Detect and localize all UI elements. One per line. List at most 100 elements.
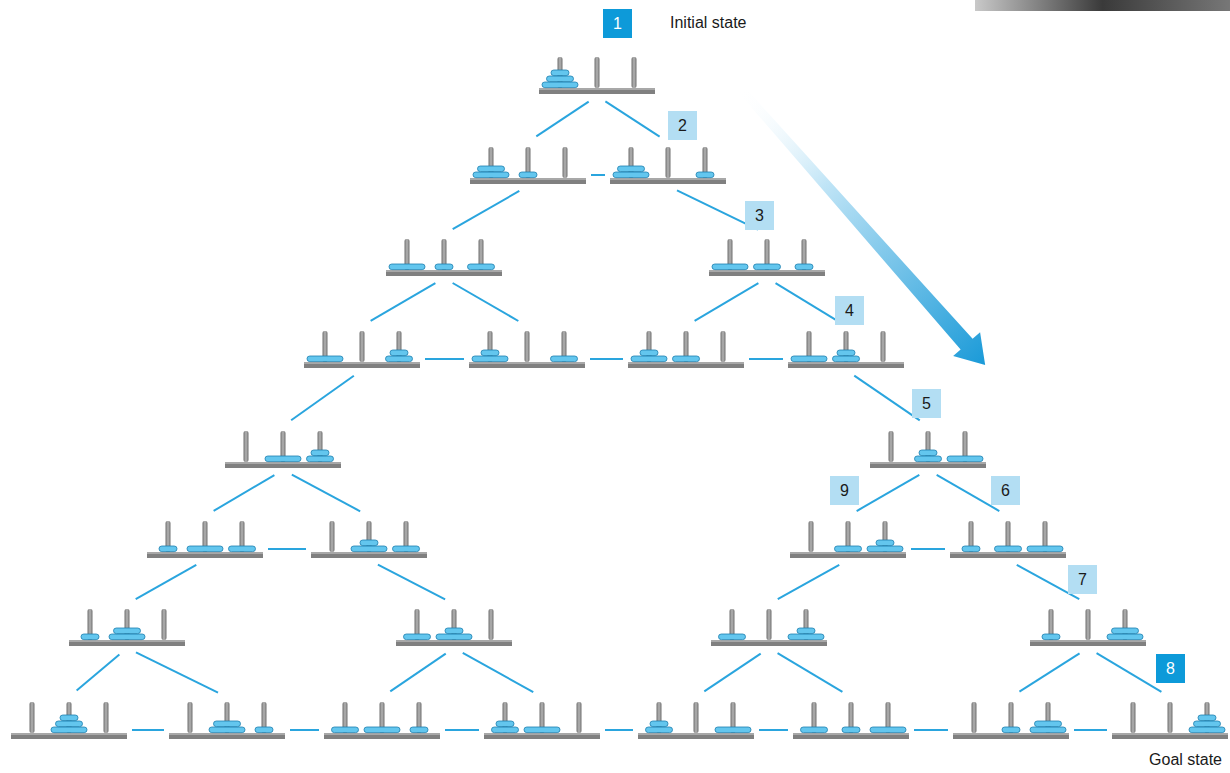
base [396,640,512,646]
base-highlight [610,178,726,180]
peg [1086,609,1091,640]
disc [867,546,903,552]
disc [1112,628,1139,634]
callout-number: 4 [835,296,864,325]
base [304,362,420,368]
move-line [536,102,588,137]
move-line [854,376,919,421]
move-line [911,548,945,550]
disc [436,634,472,640]
base-highlight [1030,640,1146,642]
disc [542,82,578,88]
disc [791,356,827,362]
move-line [425,358,464,360]
move-line [378,565,445,600]
callout-number: 3 [745,201,774,230]
peg [721,331,726,362]
peg [104,702,109,733]
hanoi-state [396,609,512,646]
base-highlight [11,733,127,735]
move-line [605,101,659,136]
move-line [778,653,843,692]
disc [870,727,906,733]
disc [715,727,751,733]
move-line [776,283,838,321]
hanoi-state [304,331,420,368]
disc [81,634,99,640]
disc [915,456,942,462]
callout-number: 5 [912,389,941,418]
disc [209,727,245,733]
hanoi-state [711,609,827,646]
disc [468,264,495,270]
base [628,362,744,368]
base-highlight [790,552,906,554]
base [225,462,341,468]
hanoi-state [225,431,341,468]
disc [390,350,408,356]
peg [809,521,814,552]
disc [613,172,649,178]
hanoi-state [953,702,1069,739]
base-highlight [469,362,585,364]
base [790,552,906,558]
hanoi-state [790,521,906,558]
base [69,640,185,646]
base-highlight [539,88,655,90]
peg [889,431,894,462]
disc [481,350,499,356]
base [484,733,600,739]
base-highlight [709,270,825,272]
hanoi-state [11,702,127,739]
disc [919,450,937,456]
move-line [214,475,275,511]
hanoi-state [147,521,263,558]
move-line [136,565,197,599]
peg [188,702,193,733]
move-line [704,654,760,692]
base [169,733,285,739]
peg [30,702,35,733]
state-label: Goal state [1147,751,1224,769]
hanoi-state [788,331,904,368]
move-line [371,283,436,321]
move-line [463,653,534,692]
hanoi-state [793,702,909,739]
base-highlight [484,733,600,735]
callout-number: 6 [991,476,1020,505]
base [539,88,655,94]
peg [972,702,977,733]
disc [472,356,508,362]
disc [1042,634,1060,640]
disc [393,546,420,552]
move-line [778,565,840,599]
hanoi-state [628,331,744,368]
disc [712,264,748,270]
disc [1198,715,1216,721]
peg [632,57,637,88]
hanoi-state [311,521,427,558]
callout-number: 1 [603,9,632,38]
move-line [591,174,605,176]
callout-number: 7 [1068,565,1097,594]
move-line [445,729,479,731]
base [469,362,585,368]
hanoi-state [469,331,585,368]
disc [618,166,645,172]
base-highlight [169,733,285,735]
disc [307,456,334,462]
base-highlight [870,462,986,464]
base-highlight [711,640,827,642]
disc [837,350,855,356]
disc [410,727,428,733]
peg [881,331,886,362]
peg [244,431,249,462]
base-highlight [953,733,1069,735]
base [311,552,427,558]
move-line [77,654,120,690]
disc [265,456,301,462]
move-line [136,652,218,692]
disc [311,450,329,456]
hanoi-state [1030,609,1146,646]
base [953,733,1069,739]
